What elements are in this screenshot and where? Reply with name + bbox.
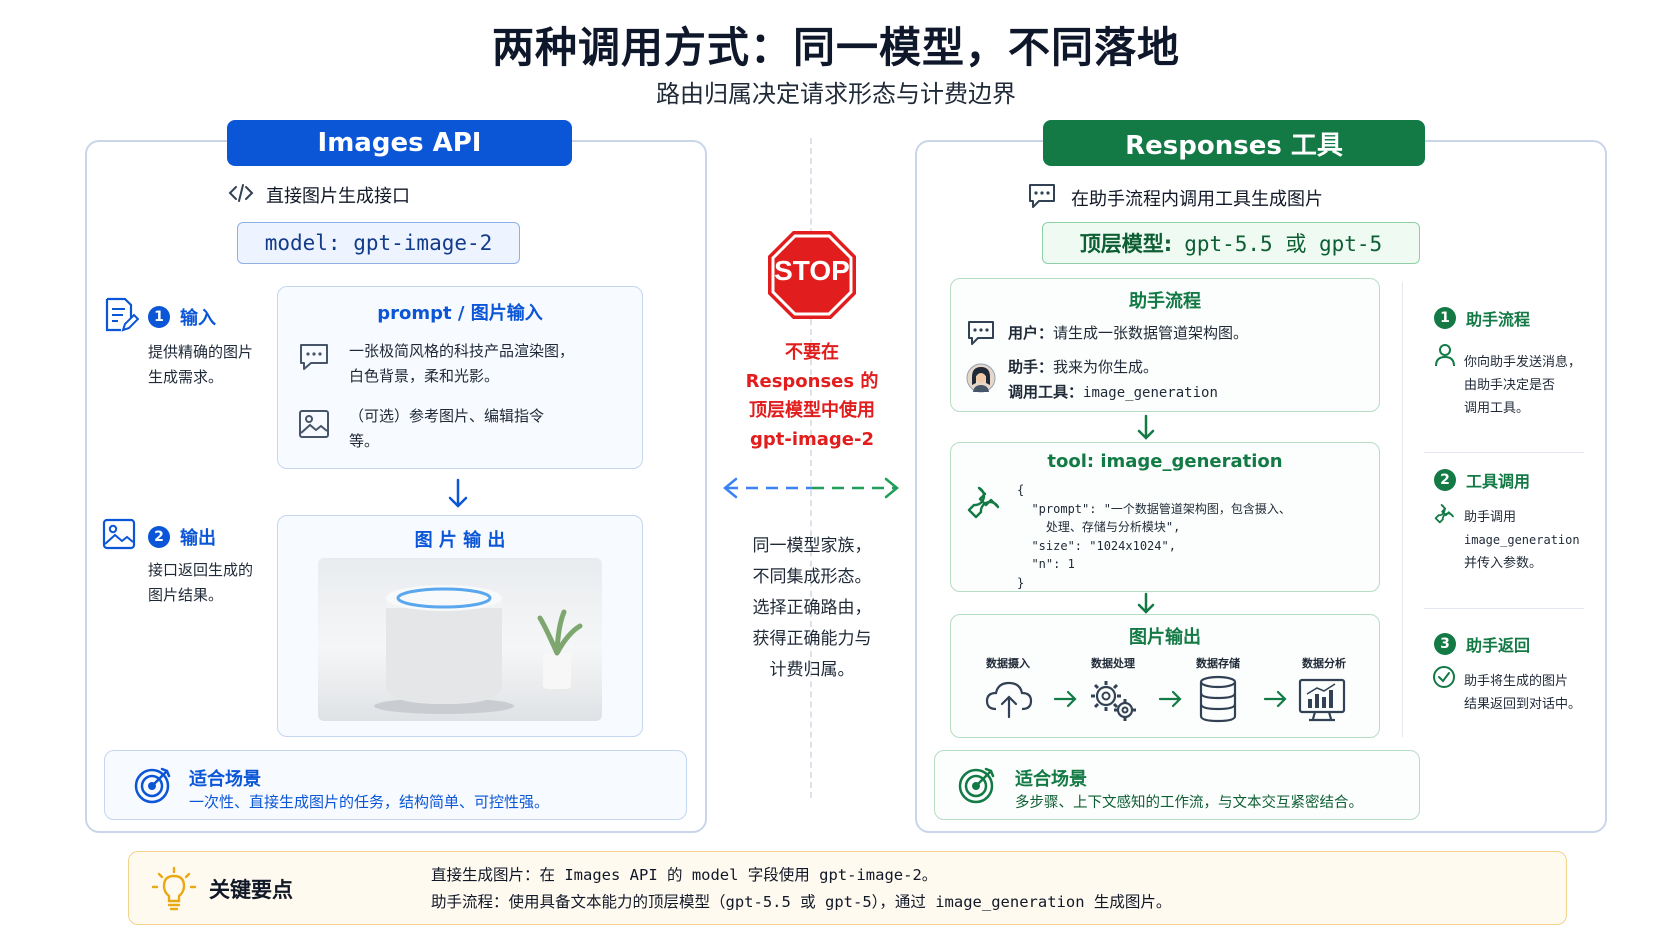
user-chat-icon (966, 319, 996, 351)
arrow-right-icon-1 (1053, 689, 1079, 713)
pipeline-output-title: 图片输出 (1129, 627, 1201, 648)
assistant-avatar (966, 363, 996, 397)
step1-heading: 1 输入 (148, 304, 216, 330)
wrench-icon (963, 483, 1003, 527)
user-message: 用户：请生成一张数据管道架构图。 (1008, 324, 1249, 342)
left-scenario-box: 适合场景 一次性、直接生成图片的任务，结构简单、可控性强。 (104, 750, 687, 820)
tool-call-code: { "prompt": "一个数据管道架构图，包含摄入、 处理、存储与分析模块"… (1017, 483, 1291, 590)
step2-heading: 2 输出 (148, 524, 216, 550)
right-scenario-title: 适合场景 (1015, 769, 1087, 790)
arrow-right-icon-2 (1158, 689, 1184, 713)
chat-bubble-icon (298, 342, 330, 376)
check-circle-icon (1432, 665, 1456, 693)
step-divider-2 (1424, 608, 1584, 609)
key-points-title: 关键要点 (209, 878, 293, 902)
top-model-value: gpt-5.5 或 gpt-5 (1184, 232, 1383, 256)
steps-column-divider (1402, 282, 1403, 737)
step2-label: 输出 (180, 528, 216, 549)
rstep2-heading: 2 工具调用 (1434, 468, 1530, 492)
key-points-bar: 关键要点 直接生成图片：在 Images API 的 model 字段使用 gp… (128, 851, 1567, 925)
rstep1-desc: 你向助手发送消息， 由助手决定是否 调用工具。 (1464, 355, 1582, 416)
prompt-box: prompt / 图片输入 一张极简风格的科技产品渲染图， 白色背景，柔和光影。… (277, 286, 643, 469)
stage-process-label: 数据处理 (1091, 657, 1135, 670)
stop-sign-icon (766, 229, 858, 325)
step-divider-1 (1424, 452, 1584, 453)
picture-icon (102, 518, 136, 554)
warning-text: 不要在 Responses 的 顶层模型中使用 gpt-image-2 (745, 342, 879, 450)
left-scenario-title: 适合场景 (189, 769, 261, 790)
left-endpoint-label: 直接图片生成接口 (266, 186, 410, 207)
stage-store-label: 数据存储 (1196, 657, 1240, 670)
top-model-label: 顶层模型: (1079, 232, 1173, 256)
target-icon (133, 765, 173, 809)
stage-analyze-label: 数据分析 (1302, 657, 1346, 670)
top-model-pill: 顶层模型: gpt-5.5 或 gpt-5 (1042, 222, 1420, 264)
pipeline-output-box: 图片输出 数据摄入 数据处理 数据存储 数据分析 (950, 614, 1380, 738)
database-icon (1198, 675, 1238, 727)
page-subtitle: 路由归属决定请求形态与计费边界 (656, 80, 1016, 108)
step2-badge: 2 (148, 526, 170, 548)
tool-call-title: tool: image_generation (1047, 451, 1283, 472)
smart-speaker-image (318, 558, 602, 721)
model-pill: model: gpt-image-2 (237, 222, 520, 264)
lightbulb-icon (151, 866, 197, 916)
responses-header: Responses 工具 (1043, 120, 1425, 166)
right-scenario-box: 适合场景 多步骤、上下文感知的工作流，与文本交互紧密结合。 (934, 750, 1420, 820)
page-title: 两种调用方式：同一模型，不同落地 (491, 23, 1180, 72)
step1-badge: 1 (148, 306, 170, 328)
step1-desc: 提供精确的图片 生成需求。 (148, 343, 254, 386)
chat-icon (1027, 182, 1057, 214)
code-icon (228, 182, 254, 208)
prompt-optional-text: （可选）参考图片、编辑指令 等。 (349, 407, 545, 450)
images-api-header: Images API (227, 120, 572, 166)
prompt-box-title: prompt / 图片输入 (377, 303, 543, 324)
rstep3-desc: 助手将生成的图片 结果返回到对话中。 (1464, 674, 1582, 712)
flow-arrow-down-icon (1136, 414, 1156, 446)
tool-arrow-down-icon (1136, 592, 1156, 620)
rstep3-heading: 3 助手返回 (1434, 632, 1530, 656)
assistant-message: 助手：我来为你生成。 调用工具：image_generation (1008, 358, 1218, 401)
image-output-box: 图 片 输 出 (277, 515, 643, 737)
rstep1-heading: 1 助手流程 (1434, 306, 1530, 330)
right-scenario-desc: 多步骤、上下文感知的工作流，与文本交互紧密结合。 (1015, 795, 1363, 811)
assistant-flow-title: 助手流程 (1129, 291, 1201, 312)
arrow-right-icon-3 (1263, 689, 1289, 713)
right-endpoint-label: 在助手流程内调用工具生成图片 (1071, 189, 1323, 210)
center-notes: 同一模型家族， 不同集成形态。 选择正确路由， 获得正确能力与 计费归属。 (752, 536, 872, 680)
image-output-title: 图 片 输 出 (414, 530, 506, 551)
right-endpoint-row: 在助手流程内调用工具生成图片 (1027, 182, 1323, 214)
step2-desc: 接口返回生成的 图片结果。 (148, 561, 254, 604)
user-icon (1434, 343, 1456, 371)
center-divider (810, 138, 812, 798)
wrench-small-icon (1432, 502, 1456, 530)
stop-sign-text: STOP (774, 255, 850, 286)
assistant-flow-box: 助手流程 用户：请生成一张数据管道架构图。 助手：我来为你生成。 调用工具：im… (950, 278, 1380, 412)
left-endpoint-row: 直接图片生成接口 (228, 182, 410, 208)
arrow-down-icon (447, 478, 469, 514)
analytics-monitor-icon (1297, 677, 1347, 727)
cloud-upload-icon (984, 677, 1034, 725)
image-icon (298, 409, 330, 443)
key-points-text: 直接生成图片：在 Images API 的 model 字段使用 gpt-ima… (431, 866, 1172, 911)
document-edit-icon (103, 296, 140, 338)
step1-label: 输入 (180, 308, 216, 329)
gears-icon (1087, 677, 1139, 727)
tool-call-box: tool: image_generation { "prompt": "一个数据… (950, 442, 1380, 592)
prompt-text: 一张极简风格的科技产品渲染图， 白色背景，柔和光影。 (349, 342, 575, 385)
rstep2-desc: 助手调用 image_generation 并传入参数。 (1464, 510, 1580, 571)
left-scenario-desc: 一次性、直接生成图片的任务，结构简单、可控性强。 (189, 793, 550, 811)
bidirectional-arrow-icon (722, 476, 900, 504)
stage-ingest-label: 数据摄入 (986, 657, 1030, 670)
target-icon-green (957, 765, 997, 809)
